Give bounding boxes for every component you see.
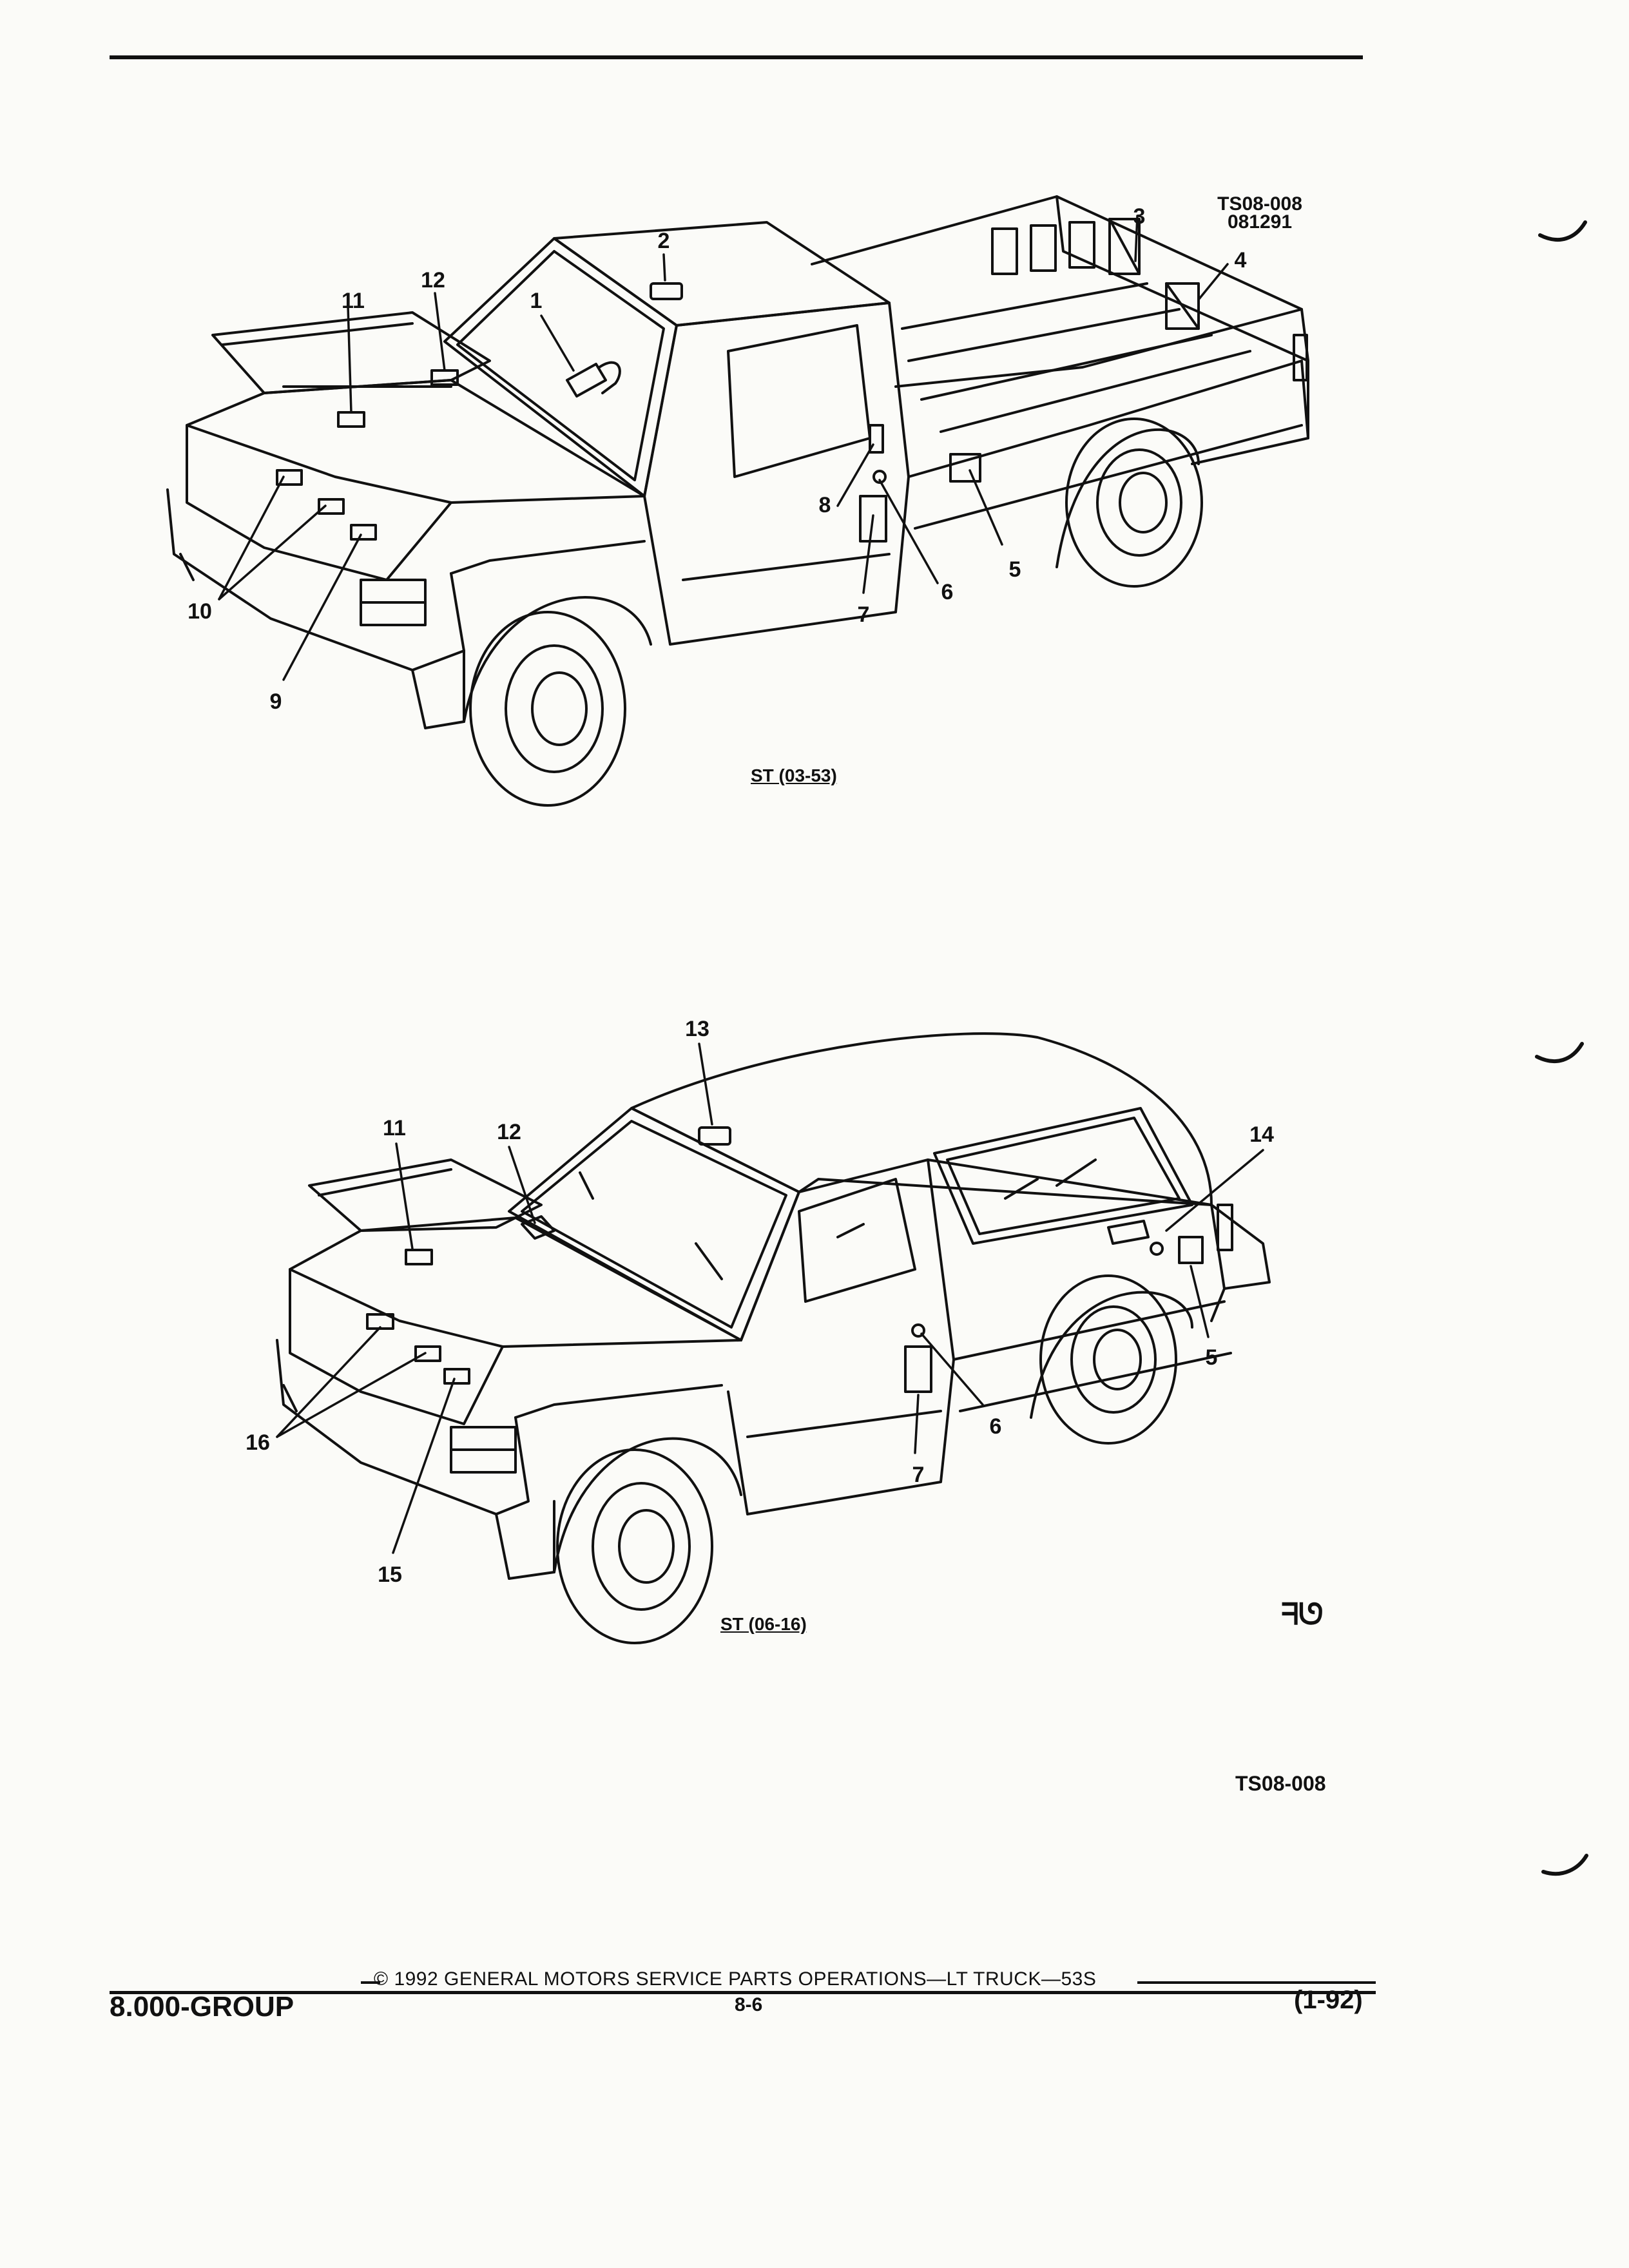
callout-13: 13 bbox=[685, 1017, 709, 1041]
callout-15: 15 bbox=[378, 1562, 402, 1587]
callout-11-b: 11 bbox=[383, 1116, 406, 1140]
callout-7: 7 bbox=[858, 602, 870, 627]
caption-top: ST (03-53) bbox=[751, 765, 837, 785]
callout-10: 10 bbox=[188, 599, 212, 624]
footer-rule-right bbox=[1137, 1981, 1376, 1984]
callout-7-b: 7 bbox=[912, 1463, 925, 1487]
footer-rule-left bbox=[361, 1981, 380, 1984]
callout-2: 2 bbox=[658, 229, 670, 253]
callout-16: 16 bbox=[246, 1430, 270, 1455]
gm-logo-mark: ᖷᘎ bbox=[1281, 1597, 1324, 1631]
utility-truck-drawing bbox=[276, 1032, 1271, 1644]
figure-code: TS08-008 bbox=[1235, 1772, 1326, 1795]
callout-1: 1 bbox=[530, 289, 543, 313]
callout-5: 5 bbox=[1009, 557, 1021, 582]
footer-page-number: 8-6 bbox=[735, 1994, 763, 2015]
callout-8: 8 bbox=[819, 493, 831, 517]
footer-group: 8.000-GROUP bbox=[110, 1991, 294, 2023]
callout-6-b: 6 bbox=[990, 1414, 1002, 1439]
footer-date: (1-92) bbox=[1294, 1986, 1363, 2014]
footer-rule-bottom bbox=[110, 1991, 1376, 1994]
callout-12: 12 bbox=[421, 268, 445, 293]
caption-bottom: ST (06-16) bbox=[720, 1614, 807, 1634]
footer-copyright: © 1992 GENERAL MOTORS SERVICE PARTS OPER… bbox=[374, 1968, 1097, 1990]
callout-4: 4 bbox=[1235, 248, 1247, 273]
drawing-code-line-2: 081291 bbox=[1228, 211, 1292, 233]
callout-12-b: 12 bbox=[497, 1120, 521, 1144]
callout-14: 14 bbox=[1249, 1122, 1274, 1147]
callout-3: 3 bbox=[1133, 204, 1146, 229]
callout-6: 6 bbox=[941, 580, 954, 604]
pickup-truck-drawing bbox=[166, 195, 1309, 807]
drawing-code-line-1: TS08-008 bbox=[1217, 193, 1302, 215]
callout-5-b: 5 bbox=[1206, 1345, 1218, 1370]
header-rule bbox=[110, 55, 1363, 59]
callout-11: 11 bbox=[342, 289, 365, 313]
callout-9: 9 bbox=[270, 689, 282, 714]
